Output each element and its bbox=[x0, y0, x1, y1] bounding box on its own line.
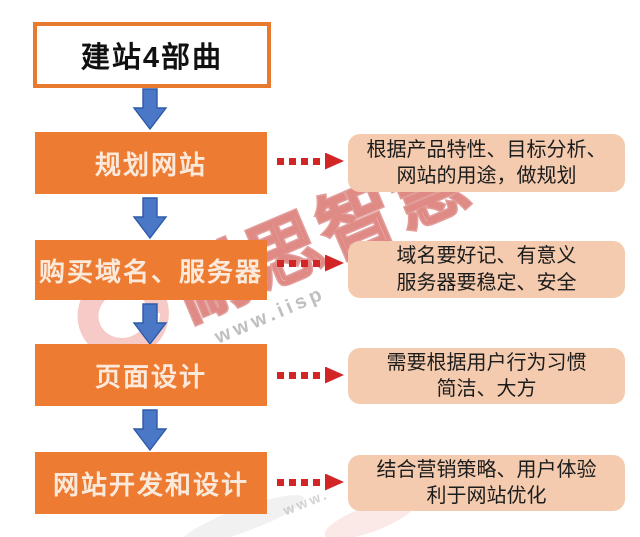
dotted-arrow-icon bbox=[277, 473, 347, 491]
dotted-arrow-icon bbox=[277, 152, 347, 170]
down-arrow-icon bbox=[132, 197, 168, 240]
note-line: 域名要好记、有意义 bbox=[396, 245, 577, 268]
note-box-develop: 结合营销策略、用户体验 利于网站优化 bbox=[348, 455, 625, 511]
step-box-domain: 购买域名、服务器 bbox=[35, 240, 267, 300]
dotted-arrow-icon bbox=[277, 366, 347, 384]
step-box-design: 页面设计 bbox=[35, 344, 267, 406]
note-box-design: 需要根据用户行为习惯 简洁、大方 bbox=[348, 348, 625, 404]
note-line: 网站的用途，做规划 bbox=[396, 165, 577, 187]
note-line: 利于网站优化 bbox=[426, 485, 547, 507]
dotted-arrow-icon bbox=[277, 254, 347, 272]
step-label: 页面设计 bbox=[94, 361, 207, 392]
down-arrow-icon bbox=[132, 303, 168, 346]
note-line: 需要根据用户行为习惯 bbox=[386, 351, 587, 374]
note-line: 服务器要稳定、安全 bbox=[396, 271, 577, 294]
down-arrow-icon bbox=[132, 409, 168, 452]
step-box-plan: 规划网站 bbox=[35, 132, 267, 194]
page-title: 建站4部曲 bbox=[80, 42, 224, 74]
down-arrow-icon bbox=[132, 88, 168, 131]
title-box: 建站4部曲 bbox=[33, 22, 271, 88]
note-line: 根据产品特性、目标分析、 bbox=[366, 138, 607, 161]
step-box-develop: 网站开发和设计 bbox=[35, 452, 267, 514]
step-label: 规划网站 bbox=[94, 149, 207, 180]
note-line: 简洁、大方 bbox=[436, 378, 537, 400]
note-line: 结合营销策略、用户体验 bbox=[376, 458, 597, 481]
note-box-plan: 根据产品特性、目标分析、 网站的用途，做规划 bbox=[348, 134, 625, 192]
step-label: 购买域名、服务器 bbox=[38, 256, 263, 287]
note-box-domain: 域名要好记、有意义 服务器要稳定、安全 bbox=[348, 241, 625, 298]
step-label: 网站开发和设计 bbox=[52, 469, 249, 500]
